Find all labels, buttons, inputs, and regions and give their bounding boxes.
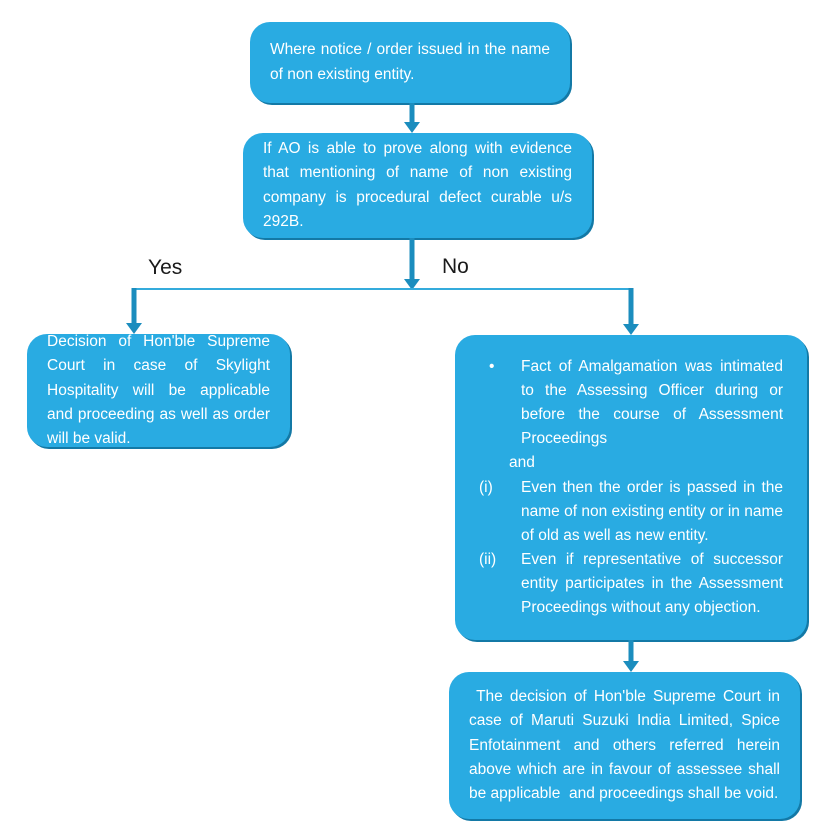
arrow-head <box>126 323 142 334</box>
item-text: Even if representative of successor enti… <box>521 550 783 616</box>
item-text: Even then the order is passed in the nam… <box>521 478 783 544</box>
node-condition[interactable]: If AO is able to prove along with eviden… <box>243 133 592 238</box>
item-marker: (i) <box>479 478 493 496</box>
branch-connector-line <box>133 288 631 290</box>
bullet-text: Fact of Amalgamation was intimated to th… <box>521 358 783 448</box>
arrow-stem <box>409 103 415 123</box>
arrow-head <box>404 122 420 133</box>
node-yes-outcome-text: Decision of Hon'ble Supreme Court in cas… <box>47 333 270 447</box>
arrow-stem <box>628 640 634 662</box>
bullet-marker: • <box>489 358 495 376</box>
arrow-stem <box>628 288 634 325</box>
node-no-outcome[interactable]: • Fact of Amalgamation was intimated to … <box>455 335 807 640</box>
arrow-condition-to-split <box>404 238 420 290</box>
node-condition-text: If AO is able to prove along with eviden… <box>263 140 572 230</box>
node-final[interactable]: The decision of Hon'ble Supreme Court in… <box>449 672 800 819</box>
arrow-stem <box>131 288 137 324</box>
branch-label-no: No <box>442 255 469 278</box>
node-start[interactable]: Where notice / order issued in the name … <box>250 22 570 103</box>
arrow-stem <box>409 238 415 280</box>
arrow-yes-branch <box>126 288 142 334</box>
no-outcome-item-i: (i) Even then the order is passed in the… <box>479 476 783 548</box>
arrow-no-branch <box>623 288 639 335</box>
item-marker: (ii) <box>479 550 497 568</box>
arrow-head <box>404 279 420 290</box>
arrow-head <box>623 661 639 672</box>
arrow-no-outcome-to-final <box>623 640 639 672</box>
arrow-start-to-condition <box>404 103 420 133</box>
node-final-text: The decision of Hon'ble Supreme Court in… <box>469 688 780 802</box>
node-yes-outcome[interactable]: Decision of Hon'ble Supreme Court in cas… <box>27 333 290 447</box>
no-outcome-bullet-row: • Fact of Amalgamation was intimated to … <box>479 355 783 451</box>
node-start-text: Where notice / order issued in the name … <box>270 41 550 83</box>
arrow-head <box>623 324 639 335</box>
branch-label-yes: Yes <box>148 256 183 279</box>
no-outcome-conjunction: and <box>509 454 535 472</box>
no-outcome-item-ii: (ii) Even if representative of successor… <box>479 548 783 620</box>
